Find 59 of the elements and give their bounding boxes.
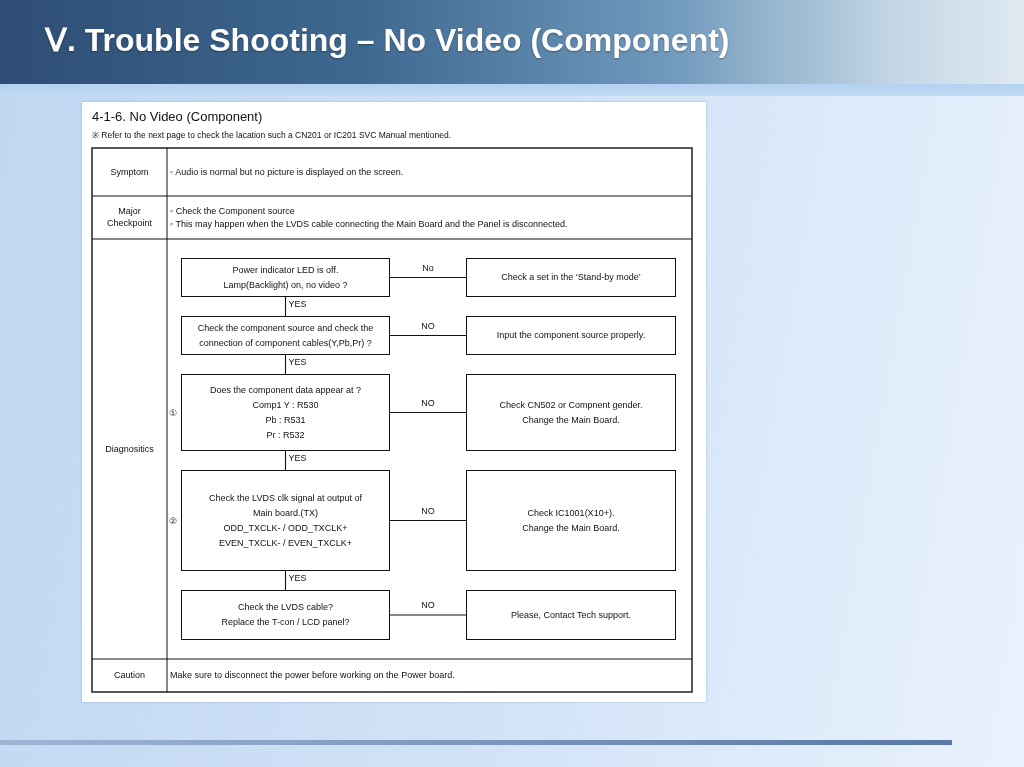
step-text: ODD_TXCLK- / ODD_TXCLK+ (223, 521, 348, 535)
row-header: Major Checkpoint (106, 205, 153, 229)
connector-line (284, 354, 287, 375)
checkpoint-item: ◦ This may happen when the LVDS cable connecting the Main Board and the Panel is disconnected. (170, 218, 568, 230)
step-text: Check a set in the ‘Stand-by mode’ (501, 271, 641, 284)
step-text: Does the component data appear at ? (209, 383, 362, 397)
action-box (466, 316, 676, 355)
connector-line (284, 570, 287, 591)
action-box (466, 258, 676, 297)
step-text: Check the LVDS cable? (238, 601, 333, 614)
action-box (466, 470, 676, 571)
row-header: Symptom (110, 166, 149, 178)
edge-label: No (421, 262, 435, 274)
edge-label: NO (420, 600, 436, 611)
step-text: Input the component source properly. (496, 329, 646, 342)
edge-label: YES (287, 299, 308, 310)
step-marker: ① (169, 406, 177, 419)
caution-text: Make sure to disconnect the power before working on the Power board. (170, 669, 455, 681)
section-heading: 4-1-6. No Video (Component) (92, 109, 263, 125)
step-marker: ② (169, 514, 177, 527)
connector-line (389, 614, 467, 616)
action-box (466, 374, 676, 451)
step-text: Check the component source and check the connection of component cables(Y,Pb,Pr) ? (196, 321, 375, 350)
edge-label: NO (420, 320, 436, 332)
step-text: Comp1 Y : R530 (252, 398, 319, 412)
decision-box (181, 590, 390, 640)
connector-line (284, 450, 287, 471)
step-text: Power indicator LED is off. Lamp(Backlight) on, no video ? (223, 263, 348, 292)
reference-note: ※ Refer to the next page to check the lacation such a CN201 or IC201 SVC Manual mentioned. (92, 129, 451, 141)
row-header: Diagnositics (105, 443, 154, 455)
step-text: EVEN_TXCLK- / EVEN_TXCLK+ (219, 536, 352, 550)
decision-box (181, 470, 390, 571)
decision-box (181, 374, 390, 451)
decision-box (181, 258, 390, 297)
step-text: Pb : R531 (265, 413, 306, 427)
slide-title: Ⅴ. Trouble Shooting – No Video (Component) (45, 21, 730, 60)
decision-box (181, 316, 390, 355)
step-text: Replace the T-con / LCD panel? (221, 616, 350, 629)
step-text: Check the LVDS clk signal at output of Main board.(TX) (208, 491, 363, 520)
step-text: Check CN502 or Compnent gender. (499, 398, 643, 412)
row-header: Caution (114, 669, 145, 681)
connector-line (284, 296, 287, 317)
checkpoint-item: ◦ Check the Component source (170, 205, 295, 217)
edge-label: YES (287, 453, 308, 464)
step-text: Pr : R532 (266, 428, 305, 442)
edge-label: NO (420, 397, 436, 409)
step-text: Change the Main Board. (522, 413, 620, 427)
step-text: Check IC1001(X10+). (527, 506, 615, 520)
connector-line (389, 411, 467, 414)
action-box (466, 590, 676, 640)
step-text: Please, Contact Tech support. (511, 608, 631, 622)
connector-line (389, 519, 467, 522)
connector-line (389, 276, 467, 279)
connector-line (389, 334, 467, 337)
edge-label: YES (287, 573, 308, 584)
edge-label: NO (420, 505, 436, 517)
edge-label: YES (287, 357, 308, 368)
step-text: Change the Main Board. (522, 521, 620, 535)
symptom-text: ◦ Audio is normal but no picture is displayed on the screen. (170, 166, 404, 178)
